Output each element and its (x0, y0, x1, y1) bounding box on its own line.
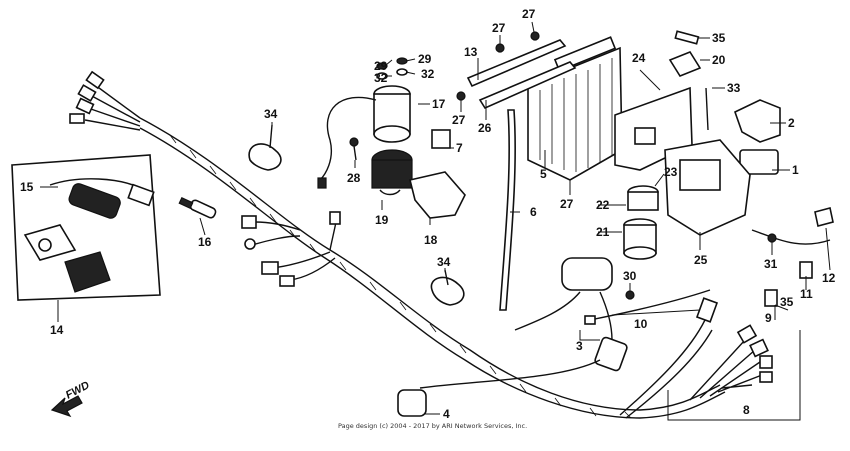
callout-leaders (40, 21, 831, 421)
callout-4: 4 (443, 407, 450, 421)
part-18-bracket[interactable] (409, 171, 466, 219)
callout-16: 16 (198, 235, 212, 249)
ignition-coil[interactable] (397, 257, 628, 417)
callout-14: 14 (50, 323, 64, 337)
callout-35-a: 35 (712, 31, 726, 45)
callout-29-b: 29 (418, 52, 432, 66)
callout-29-a: 29 (374, 59, 388, 73)
rectifier-bracket[interactable] (664, 139, 751, 236)
ignition-switch-assembly[interactable] (11, 154, 161, 301)
callout-18: 18 (424, 233, 438, 247)
callout-1: 1 (792, 163, 799, 177)
callout-32-b: 32 (421, 67, 435, 81)
callout-8: 8 (743, 403, 750, 417)
callout-21: 21 (596, 225, 610, 239)
forward-direction-indicator: FWD (50, 379, 92, 418)
ignition-key[interactable] (178, 196, 217, 219)
callout-13: 13 (464, 45, 478, 59)
callout-2: 2 (788, 116, 795, 130)
callout-12: 12 (822, 271, 836, 285)
callout-9: 9 (765, 311, 772, 325)
callout-11: 11 (800, 287, 813, 301)
callout-24: 24 (632, 51, 646, 65)
callout-22: 22 (596, 198, 610, 212)
callout-33: 33 (727, 81, 741, 95)
callout-35-b: 35 (780, 295, 794, 309)
callout-17: 17 (432, 97, 446, 111)
callout-31: 31 (764, 257, 778, 271)
fwd-arrow-icon (50, 395, 83, 418)
part-10-lead[interactable] (584, 289, 711, 325)
callout-28: 28 (347, 171, 361, 185)
cdi-unit[interactable] (527, 36, 623, 181)
callout-34-b: 34 (437, 255, 451, 269)
callout-27-d: 27 (560, 197, 574, 211)
starter-relay[interactable] (317, 85, 411, 189)
callout-30: 30 (623, 269, 637, 283)
callout-27-c: 27 (452, 113, 466, 127)
bolt-28[interactable] (349, 137, 359, 161)
callout-labels: 1 2 3 4 5 6 7 8 9 10 11 12 13 14 15 16 1… (20, 7, 836, 421)
callout-10: 10 (634, 317, 648, 331)
part-22-cap[interactable] (627, 185, 659, 211)
callout-32-a: 32 (374, 71, 388, 85)
part-19-relay[interactable] (371, 149, 413, 196)
callout-27-b: 27 (522, 7, 536, 21)
parts-9-11-12-31[interactable] (751, 207, 834, 307)
relay-2[interactable] (734, 99, 781, 143)
callout-23: 23 (664, 165, 678, 179)
callout-6: 6 (530, 205, 537, 219)
callout-3: 3 (576, 339, 583, 353)
callout-5: 5 (540, 167, 547, 181)
relay-1[interactable] (739, 149, 779, 175)
callout-27-a: 27 (492, 21, 506, 35)
part-21-unit[interactable] (623, 218, 657, 260)
band-34-lower[interactable] (430, 269, 465, 306)
callout-7: 7 (456, 141, 463, 155)
band-34-upper[interactable] (248, 124, 282, 171)
part-7-block[interactable] (431, 129, 451, 149)
callout-19: 19 (375, 213, 389, 227)
callout-26: 26 (478, 121, 492, 135)
stay-13-26[interactable] (456, 31, 577, 110)
callout-34-a: 34 (264, 107, 278, 121)
part-6-tube[interactable] (499, 109, 516, 311)
nuts-29-32[interactable] (376, 57, 408, 80)
wire-harness[interactable] (69, 70, 773, 419)
copyright-notice: Page design (c) 2004 - 2017 by ARI Netwo… (338, 422, 527, 430)
part-35-20-clip[interactable] (668, 30, 702, 77)
callout-25: 25 (694, 253, 708, 267)
callout-20: 20 (712, 53, 726, 67)
callout-15: 15 (20, 180, 34, 194)
screw-33[interactable] (705, 87, 709, 131)
